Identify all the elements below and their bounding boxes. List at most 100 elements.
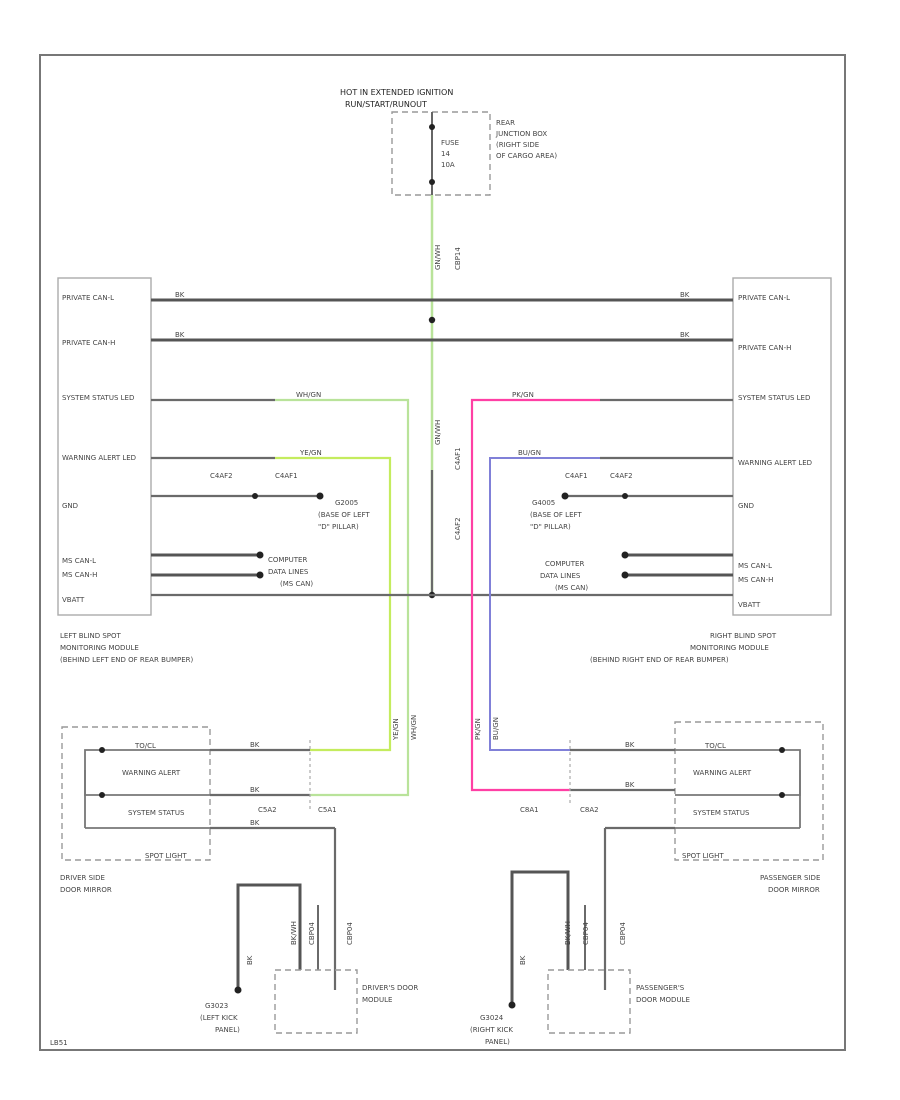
right-mirror-conn-2: C8A2 (580, 806, 599, 814)
left-door-ground-1: G3023 (205, 1002, 228, 1010)
right-status-wire-label: PK/GN (512, 391, 534, 399)
right-pin-ms-can-h: MS CAN-H (738, 576, 773, 584)
splice-bottom: C4AF2 (454, 517, 462, 540)
left-warning-vert-label: YE/GN (392, 718, 400, 741)
passenger-door-module: BK BK/WH CBP04 CBP04 G3024 (RIGHT KICK P… (470, 870, 690, 1046)
left-computer-3: (MS CAN) (280, 580, 313, 588)
right-ground-3: "D" PILLAR) (530, 523, 571, 531)
left-mirror-conn-1: C5A2 (258, 806, 277, 814)
feed-wire-color: GN/WH (434, 245, 442, 270)
driver-door-module: BK BK/WH CBP04 CBP04 G3023 (LEFT KICK PA… (200, 883, 418, 1034)
wire-label-l1: BK (175, 291, 185, 299)
left-ground-1: G2005 (335, 499, 358, 507)
right-mirror-conn-1: C8A1 (520, 806, 539, 814)
left-mirror-name-2: DOOR MIRROR (60, 886, 112, 894)
right-door-ground-2: (RIGHT KICK (470, 1026, 513, 1034)
right-mirror-row-2: WARNING ALERT (693, 769, 752, 777)
right-mirror-wire-1: BK (625, 741, 635, 749)
right-pin-private-can-l: PRIVATE CAN-L (738, 294, 790, 302)
left-conn-c4af2: C4AF2 (210, 472, 233, 480)
right-mirror-name-1: PASSENGER SIDE (760, 874, 820, 882)
left-door-wire-3: CBP04 (308, 922, 316, 945)
left-mirror-conn-2: C5A1 (318, 806, 337, 814)
left-mirror-row-2: WARNING ALERT (122, 769, 181, 777)
right-pin-ms-can-l: MS CAN-L (738, 562, 772, 570)
right-pin-vbatt: VBATT (738, 601, 761, 609)
right-mirror-badge: SPOT LIGHT (682, 852, 724, 860)
left-pin-ms-can-l: MS CAN-L (62, 557, 96, 565)
right-door-wire-2: BK/WH (564, 921, 572, 945)
left-door-ground-2: (LEFT KICK (200, 1014, 238, 1022)
left-mirror-outline (61, 726, 211, 861)
left-module-name-2: MONITORING MODULE (60, 644, 139, 652)
left-computer-2: DATA LINES (268, 568, 309, 576)
right-module-name-1: RIGHT BLIND SPOT (710, 632, 777, 640)
left-computer-1: COMPUTER (268, 556, 307, 564)
fuse-block: HOT IN EXTENDED IGNITION RUN/START/RUNOU… (340, 88, 557, 196)
left-module-name-3: (BEHIND LEFT END OF REAR BUMPER) (60, 656, 194, 664)
left-mirror-wire-1: BK (250, 741, 260, 749)
fuse-header: HOT IN EXTENDED IGNITION (340, 88, 453, 97)
right-computer-2: DATA LINES (540, 572, 581, 580)
right-door-module-1: PASSENGER'S (636, 984, 685, 992)
right-ground-1: G4005 (532, 499, 555, 507)
wire-label-r1: BK (680, 291, 690, 299)
right-warning-wire (489, 457, 600, 751)
right-pin-warning-led: WARNING ALERT LED (738, 459, 812, 467)
left-status-wire-label: WH/GN (296, 391, 321, 399)
junction-loc-4: OF CARGO AREA) (496, 152, 557, 160)
passenger-side-door-mirror: TO/CL WARNING ALERT SYSTEM STATUS SPOT L… (674, 721, 824, 894)
wire-label-r2: BK (680, 331, 690, 339)
feed-wire-circuit: CBP14 (454, 247, 462, 270)
left-door-wire-1: BK (246, 955, 254, 965)
right-mirror-row-1: TO/CL (704, 742, 726, 750)
right-module-name-2: MONITORING MODULE (690, 644, 769, 652)
fuse-number: 14 (441, 150, 450, 158)
left-pin-private-can-h: PRIVATE CAN-H (62, 339, 115, 347)
right-conn-c4af2: C4AF2 (610, 472, 633, 480)
left-mirror-row-1: TO/CL (134, 742, 156, 750)
right-pin-gnd: GND (738, 502, 754, 510)
right-door-wire-3: CBP04 (582, 922, 590, 945)
diagram-code: LB51 (50, 1039, 68, 1047)
right-mirror-row-3: SYSTEM STATUS (693, 809, 750, 817)
left-conn-c4af1: C4AF1 (275, 472, 298, 480)
right-warning-vert-label: BU/GN (492, 717, 500, 740)
right-door-module-2: DOOR MODULE (636, 996, 690, 1004)
fuse-label: FUSE (441, 139, 459, 147)
right-door-ground-3: PANEL) (485, 1038, 510, 1046)
fuse-header-2: RUN/START/RUNOUT (345, 100, 427, 109)
right-door-module-outline (547, 969, 631, 1034)
left-status-vert-label: WH/GN (410, 715, 418, 740)
right-blind-spot-module: PRIVATE CAN-L PRIVATE CAN-H SYSTEM STATU… (590, 277, 832, 664)
right-mirror-wire-2: BK (625, 781, 635, 789)
left-pin-vbatt: VBATT (62, 596, 85, 604)
right-door-ground-1: G3024 (480, 1014, 504, 1022)
right-status-wire (470, 398, 600, 792)
junction-box-outline (391, 111, 491, 196)
left-pin-ms-can-h: MS CAN-H (62, 571, 97, 579)
wire-label-l2: BK (175, 331, 185, 339)
left-mirror-badge: SPOT LIGHT (145, 852, 187, 860)
left-warning-wire (275, 456, 392, 752)
left-pin-status-led: SYSTEM STATUS LED (62, 394, 134, 402)
left-blind-spot-module: PRIVATE CAN-L PRIVATE CAN-H SYSTEM STATU… (57, 277, 194, 664)
left-door-wire-4: CBP04 (346, 922, 354, 945)
left-door-module-1: DRIVER'S DOOR (362, 984, 418, 992)
left-door-module-2: MODULE (362, 996, 392, 1004)
right-mirror-name-2: DOOR MIRROR (768, 886, 820, 894)
right-computer-3: (MS CAN) (555, 584, 588, 592)
right-conn-c4af1: C4AF1 (565, 472, 588, 480)
junction-loc-1: REAR (496, 119, 515, 127)
left-warning-wire-label: YE/GN (299, 449, 322, 457)
right-ground-2: (BASE OF LEFT (530, 511, 582, 519)
left-pin-warning-led: WARNING ALERT LED (62, 454, 136, 462)
driver-side-door-mirror: TO/CL WARNING ALERT SYSTEM STATUS SPOT L… (60, 726, 211, 894)
fuse-amp: 10A (441, 161, 455, 169)
diagram-border (39, 54, 846, 1051)
right-door-wire-4: CBP04 (619, 922, 627, 945)
left-mirror-name-1: DRIVER SIDE (60, 874, 105, 882)
right-door-wire-1: BK (519, 955, 527, 965)
junction-loc-2: JUNCTION BOX (495, 130, 547, 138)
